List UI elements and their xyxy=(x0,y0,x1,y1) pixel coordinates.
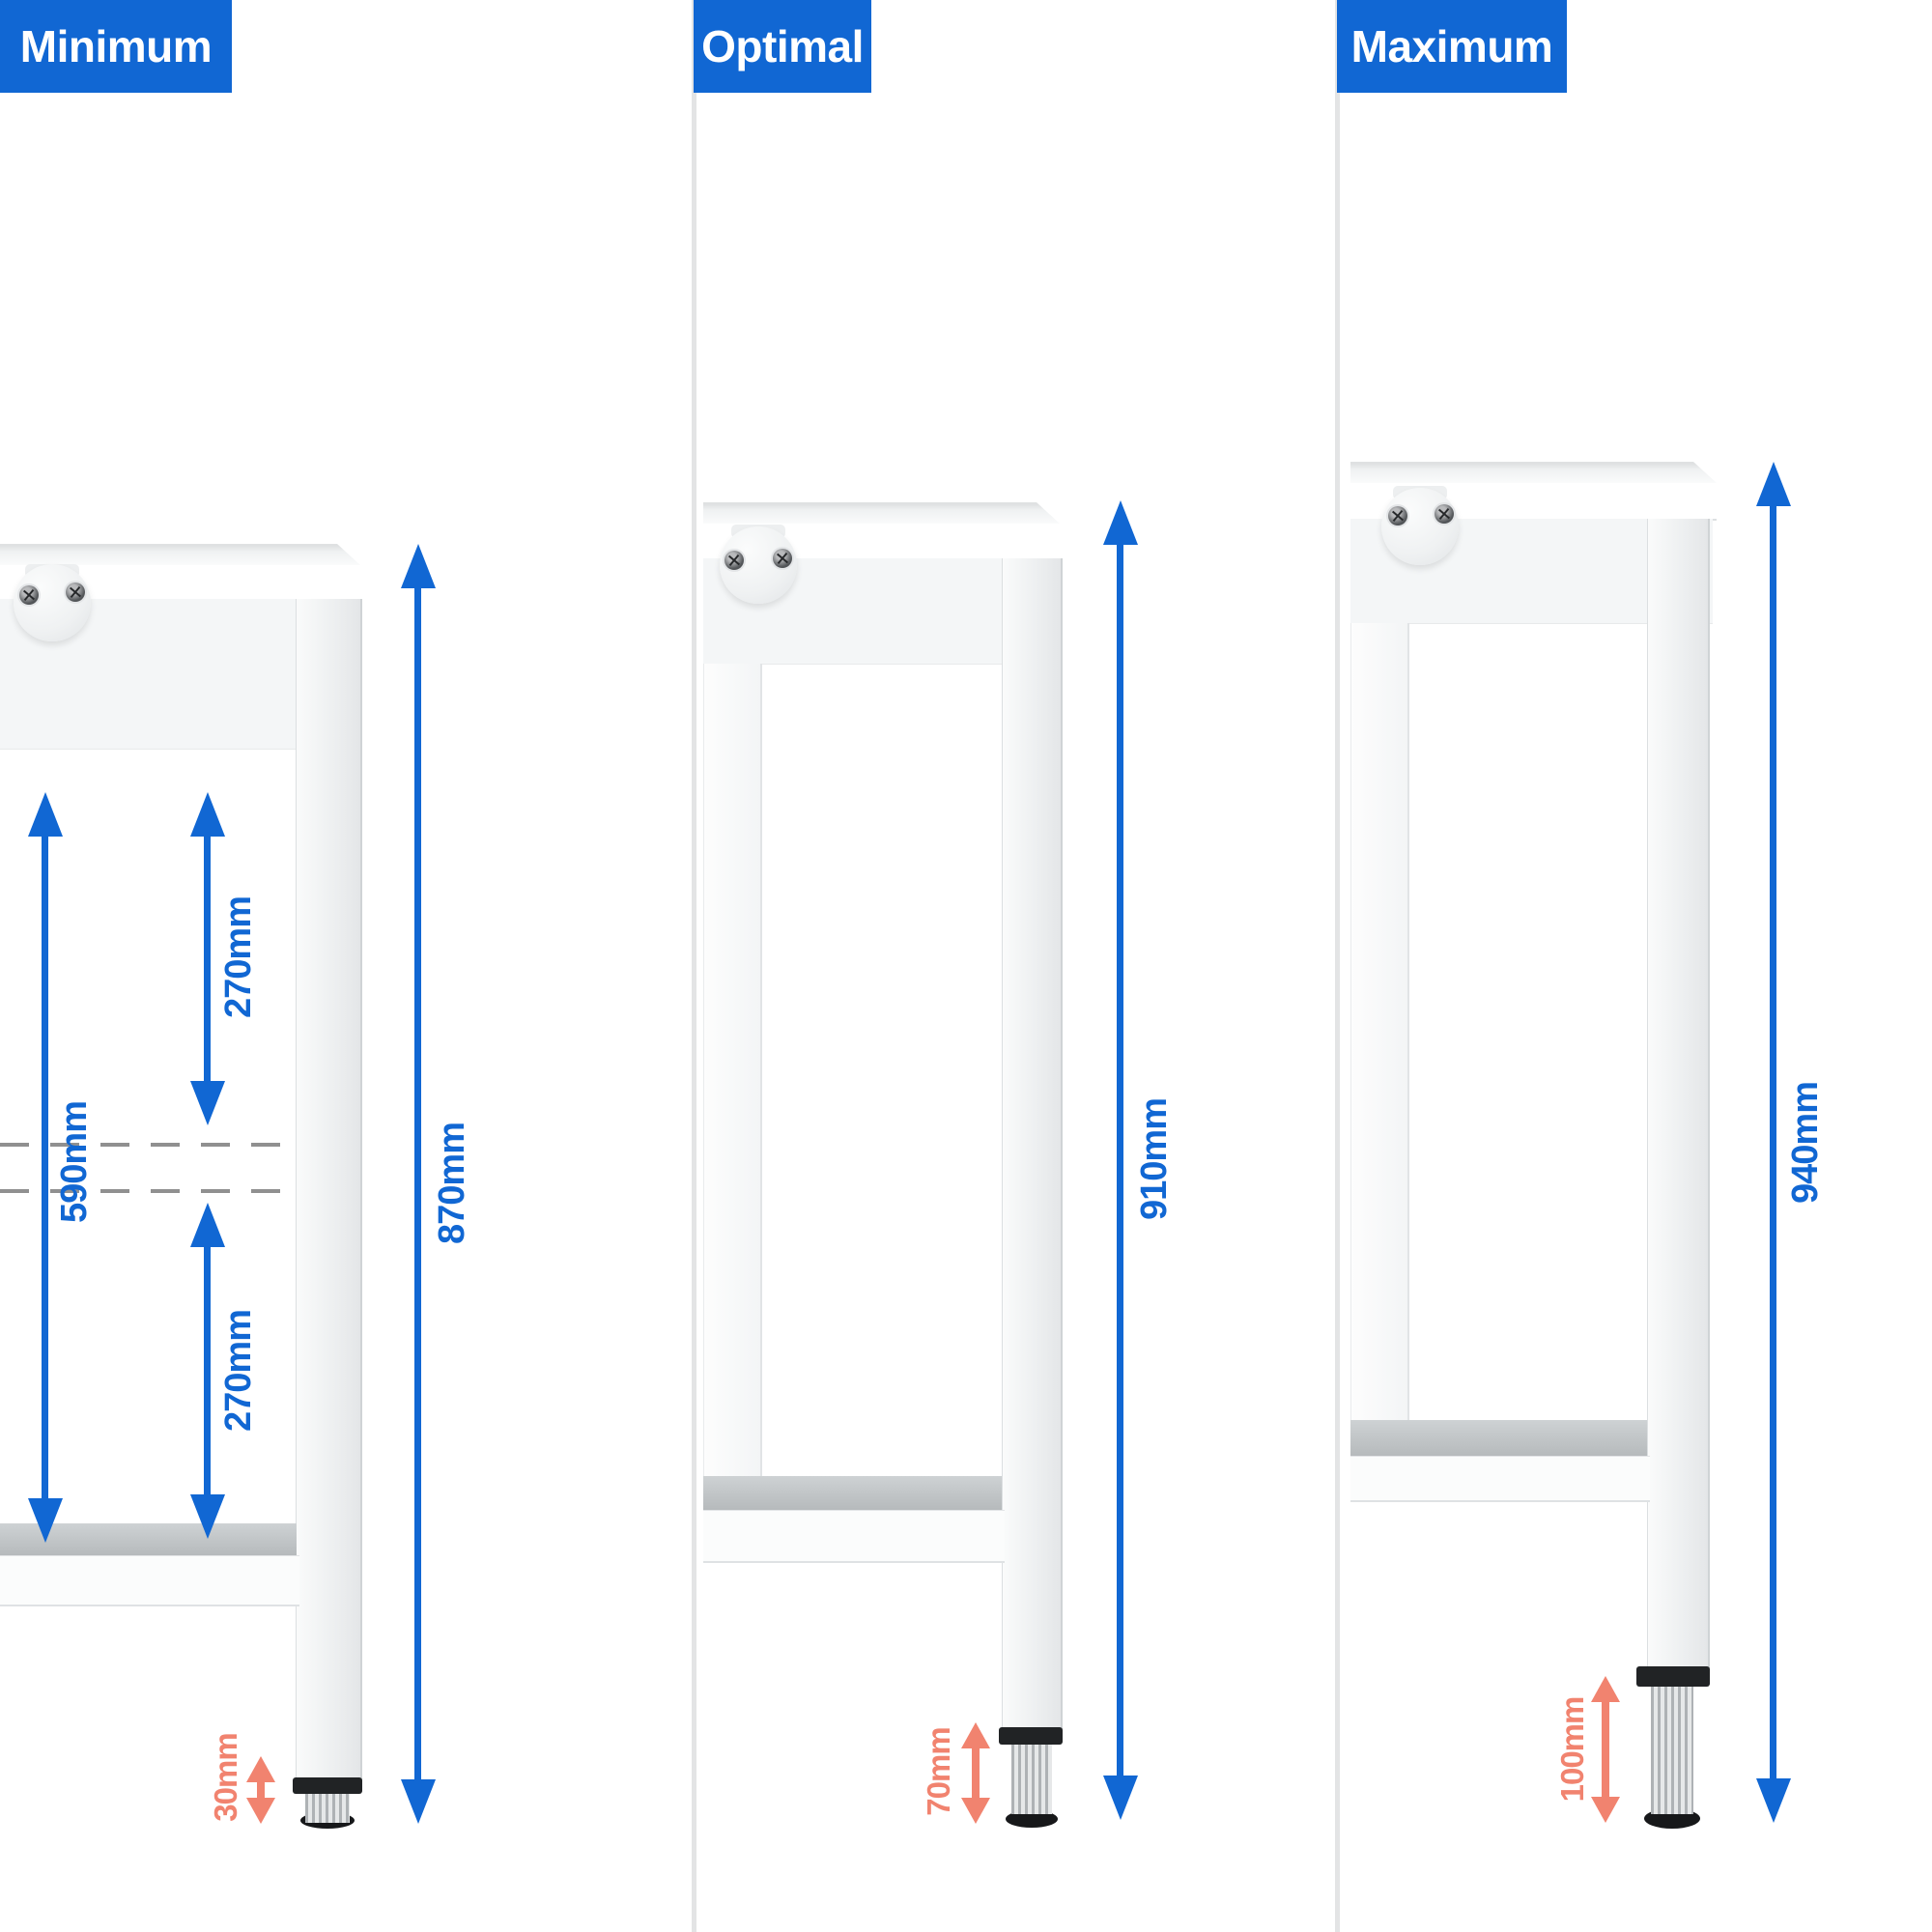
foot-cap xyxy=(293,1777,362,1794)
overall-height-label: 910mm xyxy=(1134,1098,1175,1220)
dashed-level-line xyxy=(0,1143,296,1147)
adjustable-foot-cylinder xyxy=(1651,1687,1693,1814)
foot-cap xyxy=(999,1727,1063,1745)
under-shelf-front-rail xyxy=(0,1555,299,1606)
under-shelf xyxy=(703,1476,1002,1510)
clearance-height-label: 590mm xyxy=(54,1101,95,1223)
foot-extension-arrow xyxy=(257,1777,265,1803)
clearance-height-arrow xyxy=(42,831,48,1502)
table-front-leg xyxy=(1647,519,1710,1668)
tabletop-top-surface xyxy=(703,502,1060,524)
dashed-level-line xyxy=(0,1189,296,1193)
overall-height-arrow xyxy=(1117,539,1123,1779)
arrowhead-down-icon xyxy=(190,1494,225,1539)
bracket-screw xyxy=(1435,504,1454,524)
arrowhead-up-icon xyxy=(190,792,225,837)
tabletop-top-surface xyxy=(1350,462,1717,483)
foot-extension-label: 100mm xyxy=(1554,1696,1590,1803)
adjustable-foot-cylinder xyxy=(1011,1745,1052,1814)
panel-badge-maximum: Maximum xyxy=(1337,0,1567,93)
adjustable-foot-cylinder xyxy=(305,1794,350,1823)
bracket-screw xyxy=(66,582,85,602)
foot-extension-label: 30mm xyxy=(208,1733,243,1822)
bracket-screw xyxy=(773,549,792,568)
under-shelf-front-rail xyxy=(703,1510,1005,1563)
foot-extension-arrow xyxy=(972,1744,980,1803)
arrowhead-down-icon xyxy=(190,1081,225,1125)
upper-span-arrow xyxy=(204,831,211,1085)
bracket-screw xyxy=(724,551,744,570)
arrowhead-down-icon xyxy=(401,1779,436,1824)
foot-base xyxy=(1006,1810,1058,1828)
lower-span-label: 270mm xyxy=(218,1310,259,1432)
arrowhead-up-icon xyxy=(1103,500,1138,545)
overall-height-arrow xyxy=(1770,500,1776,1782)
mounting-bracket xyxy=(1381,488,1459,565)
overall-height-arrow xyxy=(414,582,421,1783)
foot-extension-arrow xyxy=(1602,1697,1609,1801)
arrowhead-up-icon xyxy=(1756,462,1791,506)
arrowhead-up-icon xyxy=(190,1203,225,1247)
table-front-leg xyxy=(1002,558,1063,1729)
arrowhead-up-icon xyxy=(28,792,63,837)
arrowhead-down-icon xyxy=(1103,1776,1138,1820)
panel-badge-optimal: Optimal xyxy=(694,0,871,93)
arrowhead-down-icon xyxy=(1591,1797,1620,1823)
table-rear-leg xyxy=(1350,623,1409,1420)
upper-span-label: 270mm xyxy=(218,896,259,1018)
under-shelf xyxy=(1350,1420,1647,1456)
panel-divider-right xyxy=(1335,0,1340,1932)
panel-badge-minimum: Minimum xyxy=(0,0,232,93)
bracket-screw xyxy=(19,585,39,605)
arrowhead-up-icon xyxy=(401,544,436,588)
tabletop-top-surface xyxy=(0,544,360,565)
table-front-leg xyxy=(296,599,362,1782)
arrowhead-down-icon xyxy=(1756,1778,1791,1823)
bracket-screw xyxy=(1388,506,1407,526)
table-rear-leg xyxy=(703,664,762,1476)
lower-span-arrow xyxy=(204,1241,211,1498)
arrowhead-down-icon xyxy=(28,1498,63,1543)
foot-cap xyxy=(1636,1666,1710,1687)
overall-height-label: 870mm xyxy=(432,1122,472,1244)
foot-extension-label: 70mm xyxy=(921,1727,956,1816)
under-shelf-front-rail xyxy=(1350,1456,1650,1502)
panel-divider-left xyxy=(692,0,696,1932)
overall-height-label: 940mm xyxy=(1785,1082,1826,1204)
